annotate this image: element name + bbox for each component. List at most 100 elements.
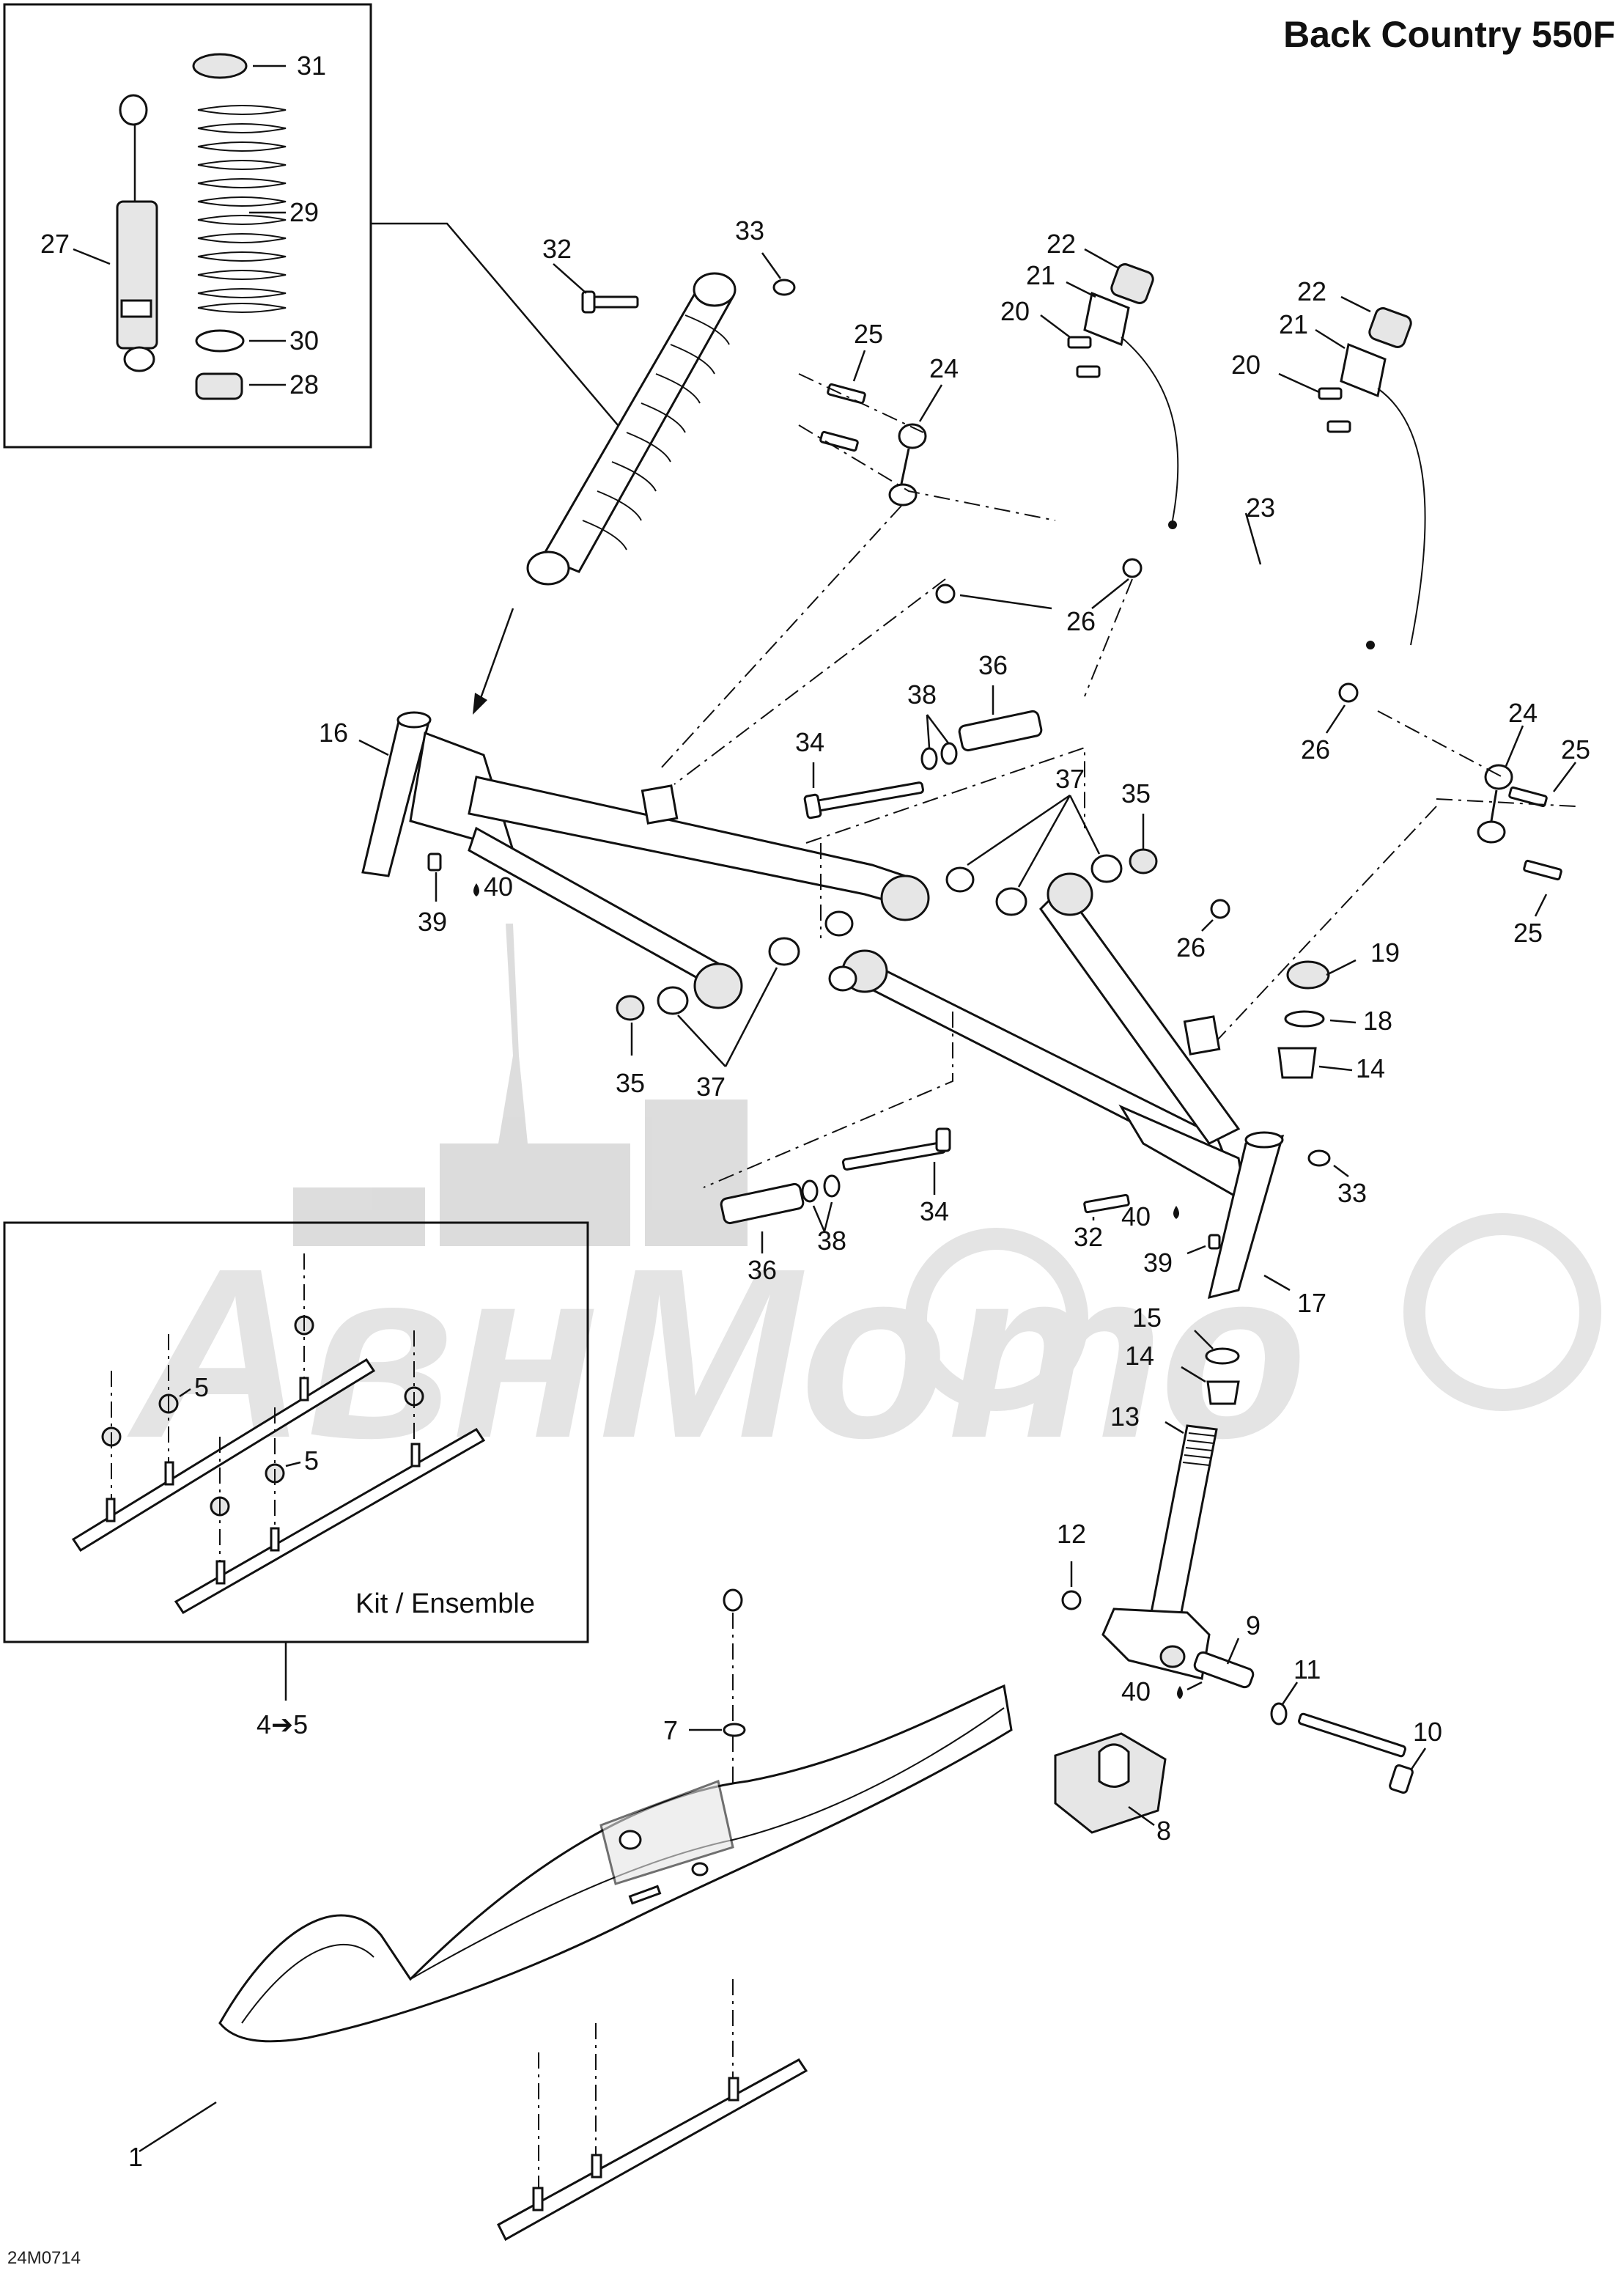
spring-stopper-31 [192,53,248,79]
bushing-22-right [1368,307,1412,348]
callout-7: 7 [663,1715,678,1745]
ski-runner [497,2058,808,2242]
callout-10: 10 [1413,1717,1442,1747]
callout-37-left: 37 [696,1072,726,1102]
coil-spring-29 [197,105,287,313]
pivot-shaft-34-upper [803,781,924,820]
bushing-set-right [945,848,1158,916]
callout-32-lower: 32 [1074,1222,1103,1252]
callout-17: 17 [1297,1288,1326,1318]
bolt-10 [1298,1712,1414,1794]
washer-38-lower-a [801,1179,819,1203]
bracket-21-right [1340,342,1387,398]
bolt-25-left-a [827,383,866,405]
callout-36-lower: 36 [748,1255,777,1285]
nut-26-a [1122,558,1143,578]
callout-40-b: 40 [1121,1201,1151,1231]
screw-20-right-b [1326,420,1351,433]
ski-stopper-8 [1054,1732,1167,1834]
shock-assembly [526,272,737,586]
bushing-14-upper [1277,1047,1317,1079]
shock-inset: 31 29 30 28 27 [3,3,372,449]
grease-drop-icon-c [1177,1686,1183,1699]
washer-33-lower [1307,1149,1331,1167]
bolt-32-lower [1083,1193,1130,1214]
washer-38-upper-a [920,747,938,770]
bushing-set-left [616,910,857,1021]
screw-20-left-b [1076,365,1101,378]
bolt-25-left-b [819,430,859,452]
washer-11 [1270,1702,1288,1726]
callout-23: 23 [1246,493,1275,523]
svg-text:AвнМото: AвнМото [125,1218,1307,1488]
bushing-22-left [1110,263,1154,304]
callout-26-c: 26 [1176,932,1206,962]
screw-20-right-a [1318,387,1343,400]
callout-16: 16 [319,718,348,748]
bushing-14-lower [1206,1380,1240,1405]
callout-14-lower: 14 [1125,1341,1154,1371]
circlip-18 [1284,1010,1325,1028]
washer-38-upper-b [940,742,958,765]
callout-14-upper: 14 [1356,1053,1385,1083]
bolt-25-right-a [1508,786,1548,808]
callout-13: 13 [1110,1402,1140,1432]
callout-25-left: 25 [854,319,883,349]
callout-39-a: 39 [418,907,447,937]
callout-40-c: 40 [1121,1676,1151,1706]
callout-20-right: 20 [1231,350,1261,380]
washer-15 [1205,1347,1240,1365]
drawing-code: 24M0714 [7,2248,81,2268]
callout-15: 15 [1132,1303,1162,1333]
callout-33-lower: 33 [1337,1178,1367,1208]
nut-26-b [935,583,956,604]
callout-18: 18 [1363,1006,1392,1036]
callout-37-right: 37 [1055,764,1085,794]
callout-26-a: 26 [1066,606,1096,636]
runner-kit-b [174,1428,486,1614]
nut-12 [1061,1590,1082,1610]
watermark: AвнМото [125,924,1601,1488]
link-rod-24-left [888,423,927,507]
kit-inset: 5 5 Kit / Ensemble [3,1221,589,1643]
shock-absorber-27 [116,94,158,372]
callout-39-b: 39 [1143,1248,1173,1278]
callout-24-left: 24 [929,353,959,383]
sleeve-9 [1193,1651,1255,1689]
callout-9: 9 [1246,1610,1261,1640]
callout-1: 1 [128,2142,143,2172]
callout-30: 30 [289,325,319,356]
callout-27: 27 [40,229,70,259]
bolt-25-right-b [1523,859,1562,881]
grease-drop-icon-b [1173,1206,1179,1219]
callout-8: 8 [1156,1816,1171,1846]
callout-29: 29 [289,197,319,227]
diagram-title: Back Country 550F [1283,14,1615,55]
callout-25-right-b: 25 [1513,918,1543,948]
lower-a-arm-17 [841,872,1285,1300]
callout-32-top: 32 [542,234,572,264]
nut-26-c [1338,682,1359,703]
cap-19 [1286,960,1330,990]
bolt-32-top [581,290,639,314]
bracket-21-left [1083,291,1130,347]
callout-28: 28 [289,369,319,399]
sleeve-36-lower [720,1182,805,1225]
callout-40-a: 40 [484,872,513,902]
callout-26-b: 26 [1301,734,1330,765]
bolt-head-top [723,1588,743,1612]
callout-24-right: 24 [1508,698,1538,728]
callout-33-top: 33 [735,216,764,246]
kit-ref: 4➔5 [256,1709,308,1739]
callout-38-upper: 38 [907,680,937,710]
upper-a-arm-16 [361,711,930,1009]
kit-label: Kit / Ensemble [355,1588,535,1619]
callout-21-left: 21 [1026,260,1055,290]
link-rod-24-right [1477,764,1513,844]
callout-11: 11 [1293,1654,1321,1684]
washer-7 [723,1723,746,1737]
callout-38-lower: 38 [817,1226,846,1256]
callout-31: 31 [297,51,326,81]
callout-5-b: 5 [304,1445,319,1476]
